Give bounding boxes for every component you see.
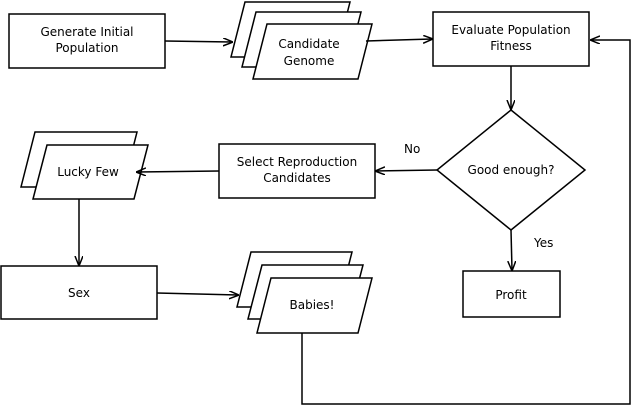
candidate-label-line2: Genome xyxy=(284,54,335,68)
edge-label-yes: Yes xyxy=(533,236,553,250)
lucky-few-stack-front xyxy=(32,144,149,200)
evaluate-fitness-node: Evaluate Population Fitness xyxy=(432,11,590,67)
arrow-decision-no-to-select xyxy=(376,170,438,171)
lucky-few-node: Lucky Few xyxy=(20,131,149,200)
arrow-sex-to-babies xyxy=(156,293,238,295)
candidate-genome-node: Candidate Genome xyxy=(230,1,373,80)
profit-node: Profit xyxy=(462,270,561,318)
babies-stack-front xyxy=(256,277,373,334)
select-reproduction-candidates-node: Select Reproduction Candidates xyxy=(218,143,376,199)
generate-label-line1: Generate Initial xyxy=(40,25,133,39)
evaluate-label-line1: Evaluate Population xyxy=(451,23,570,37)
arrow-babies-loop-to-evaluate xyxy=(301,40,631,405)
select-label-line2: Candidates xyxy=(263,171,331,185)
candidate-label-line1: Candidate xyxy=(278,37,339,51)
arrow-decision-yes-to-profit xyxy=(511,229,512,270)
sex-node: Sex xyxy=(0,265,158,320)
babies-label: Babies! xyxy=(290,298,335,312)
good-enough-decision-node: Good enough? xyxy=(435,109,587,231)
profit-label: Profit xyxy=(495,288,527,302)
lucky-few-label: Lucky Few xyxy=(57,165,119,179)
sex-label: Sex xyxy=(68,286,90,300)
babies-node: Babies! xyxy=(236,251,373,334)
evaluate-label-line2: Fitness xyxy=(490,39,532,53)
arrow-generate-to-candidate xyxy=(164,41,232,42)
arrow-select-to-lucky-few xyxy=(137,171,220,172)
edge-label-no: No xyxy=(404,142,420,156)
decision-label: Good enough? xyxy=(468,163,555,177)
arrow-candidate-to-evaluate xyxy=(365,39,432,41)
select-label-line1: Select Reproduction xyxy=(237,155,357,169)
candidate-genome-stack-front xyxy=(252,23,373,80)
generate-label-line2: Population xyxy=(55,41,118,55)
generate-initial-population-node: Generate Initial Population xyxy=(8,13,166,69)
